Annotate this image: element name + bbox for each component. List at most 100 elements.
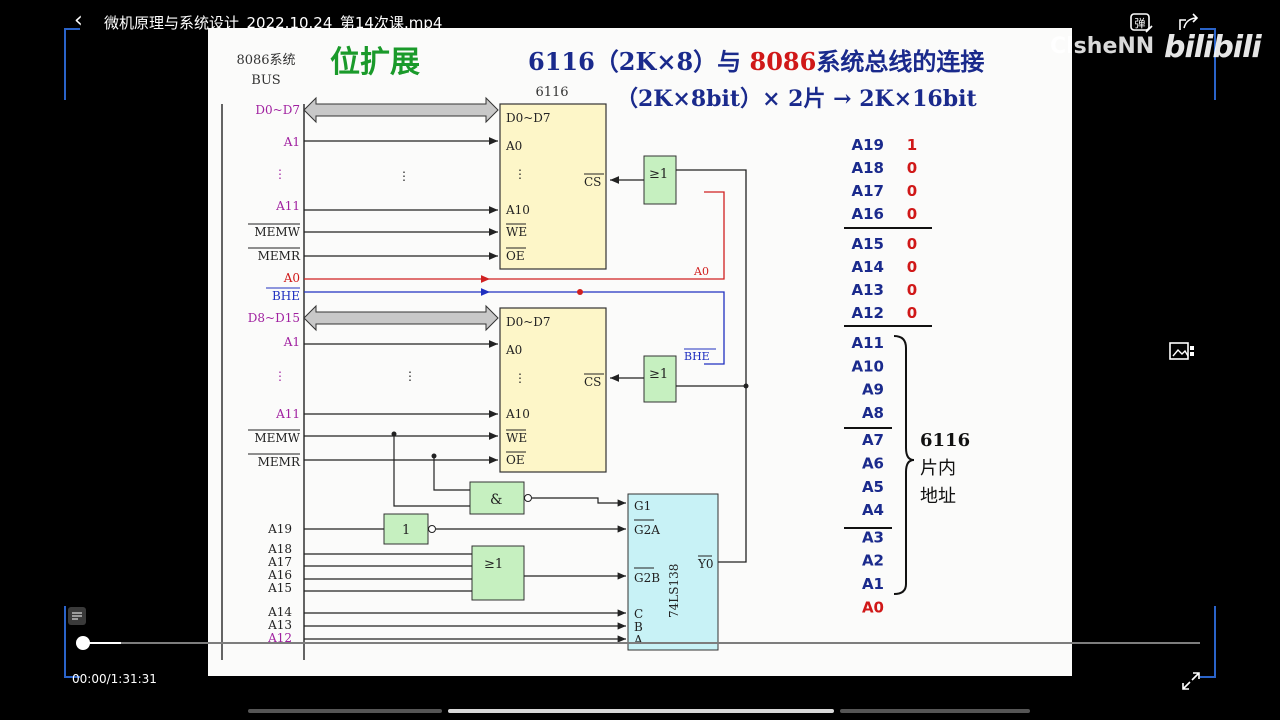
address-bit-name: A5 <box>862 478 884 496</box>
pin-label: OE <box>506 249 525 263</box>
frame-corner <box>64 28 80 100</box>
gate-label: ≥1 <box>649 367 668 382</box>
address-bit-name: A2 <box>862 552 884 570</box>
signal-label: A0 <box>283 271 300 285</box>
chip-6116-upper <box>499 103 607 270</box>
address-bit-value: 1 <box>907 136 917 154</box>
signal-label: BHE <box>272 289 300 303</box>
scroll-indicator-active <box>448 709 834 713</box>
wire-label-bhe: BHE <box>684 350 710 363</box>
slide-subtitle: （2K×8bit）× 2片 → 2K×16bit <box>616 86 977 112</box>
address-bit-name: A17 <box>852 182 884 200</box>
decoder-pins: G1 G2A G2B C B A Y0 <box>633 499 714 647</box>
time-display: 00:00/1:31:31 <box>72 672 157 686</box>
signal-label: A19 <box>267 522 292 536</box>
address-bit-value: 0 <box>907 258 917 276</box>
signal-label: A16 <box>267 568 292 582</box>
brace-label: 地址 <box>920 486 956 507</box>
list-icon[interactable] <box>68 607 86 625</box>
pin-label: G1 <box>634 499 651 513</box>
address-bit-name: A14 <box>852 258 884 276</box>
signal-label: A15 <box>267 581 292 595</box>
address-bit-name: A19 <box>852 136 884 154</box>
address-bit-name: A18 <box>852 159 884 177</box>
address-bit-name: A15 <box>852 235 884 253</box>
chip-top-label: 6116 <box>535 85 568 100</box>
address-bit-name: A16 <box>852 205 884 223</box>
wire-label-a0: A0 <box>693 265 709 278</box>
chip1-pins: D0~D7 A0 ⋮ A10 WE OE CS <box>505 111 601 263</box>
address-bit-value: 0 <box>907 182 917 200</box>
signal-label: A11 <box>275 199 300 213</box>
not-gate <box>383 513 429 545</box>
signal-label: ⋮ <box>274 167 286 181</box>
current-time: 00:00 <box>72 672 107 686</box>
gate-label: 1 <box>402 523 410 538</box>
pin-label: A <box>633 633 643 647</box>
svg-text:弹: 弹 <box>1135 16 1146 30</box>
pin-label: G2A <box>634 523 660 537</box>
address-bit-name: A0 <box>862 598 884 616</box>
back-arrow-icon[interactable]: ‹ <box>74 8 83 33</box>
address-bit-value: 0 <box>907 159 917 177</box>
y0-wire <box>676 169 747 563</box>
signal-label: MEMR <box>258 249 301 263</box>
left-signal-labels: D0~D7 A1 ⋮ A11 MEMW MEMR A0 BHE D8~D15 A… <box>248 103 301 469</box>
pin-label: A10 <box>505 407 530 421</box>
address-bit-name: A6 <box>862 455 884 473</box>
scroll-indicator <box>248 709 442 713</box>
pin-label: OE <box>506 453 525 467</box>
bus-subtitle: BUS <box>251 73 280 88</box>
address-bit-name: A8 <box>862 404 884 422</box>
signal-label: MEMR <box>258 455 301 469</box>
danmaku-toggle-icon[interactable]: 弹 <box>1128 10 1154 36</box>
signal-label: A12 <box>267 631 292 645</box>
address-bit-value: 0 <box>907 235 917 253</box>
picture-in-picture-icon[interactable] <box>1168 340 1202 364</box>
progress-handle[interactable] <box>76 636 90 650</box>
a0-wire-to-gate <box>490 191 725 280</box>
video-top-bar: ‹ 微机原理与系统设计_2022.10.24_第14次课.mp4 弹 <box>0 0 1280 44</box>
pin-label: D0~D7 <box>506 111 551 125</box>
signal-label: D8~D15 <box>248 311 300 325</box>
pin-label: WE <box>506 431 527 445</box>
left-signal-labels-low: A19 A18 A17 A16 A15 A14 A13 A12 <box>267 522 292 645</box>
chip2-pins: D0~D7 A0 ⋮ A10 WE OE CS <box>505 315 601 467</box>
data-bus-arrow-low <box>303 96 499 124</box>
pin-label: A0 <box>505 343 522 357</box>
progress-bar[interactable] <box>82 642 1200 644</box>
signal-label: A1 <box>283 335 300 349</box>
address-bit-name: A3 <box>862 528 884 546</box>
pin-label: CS <box>584 375 601 389</box>
pin-label: D0~D7 <box>506 315 551 329</box>
address-bit-name: A13 <box>852 281 884 299</box>
slide-title: 6116（2K×8）与 8086系统总线的连接 <box>528 47 984 76</box>
signal-label: A14 <box>267 605 292 619</box>
pin-label: WE <box>506 225 527 239</box>
share-icon[interactable] <box>1176 10 1202 36</box>
progress-fill <box>82 642 122 644</box>
chip-6116-lower <box>499 307 607 473</box>
data-bus-arrow-high <box>303 304 499 332</box>
and-gate <box>469 481 525 515</box>
signal-label: A13 <box>267 618 292 632</box>
brace-label: 片内 <box>920 458 956 479</box>
signal-label: ⋮ <box>274 369 286 383</box>
address-bit-name: A9 <box>862 381 884 399</box>
bus-title: 8086系统 <box>236 53 295 68</box>
fullscreen-icon[interactable] <box>1180 670 1202 692</box>
duration: 1:31:31 <box>110 672 157 686</box>
signal-label: D0~D7 <box>255 103 300 117</box>
signal-label: A18 <box>267 542 292 556</box>
brace-label: 6116 <box>920 430 970 451</box>
or-gate-address <box>471 545 525 601</box>
pin-label: G2B <box>634 571 660 585</box>
pin-label: ⋮ <box>514 371 526 385</box>
video-frame-slide[interactable]: 位扩展 6116（2K×8）与 8086系统总线的连接 （2K×8bit）× 2… <box>208 28 1072 676</box>
frame-corner <box>1200 28 1216 100</box>
signal-label: MEMW <box>254 431 300 445</box>
signal-label: A17 <box>267 555 292 569</box>
bhe-wire-to-gate <box>490 291 725 365</box>
or-gate-lower <box>643 355 677 403</box>
